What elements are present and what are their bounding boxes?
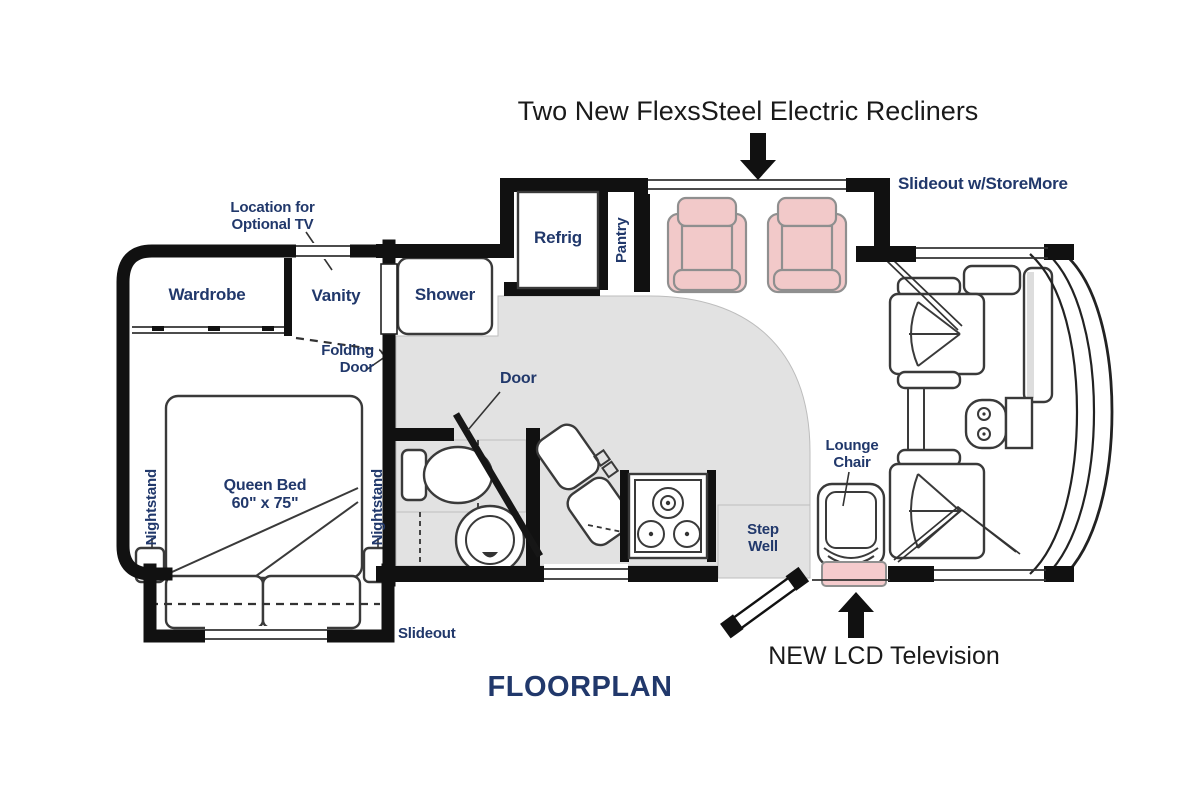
pantry-label: Pantry bbox=[612, 217, 630, 264]
driver-seat bbox=[885, 256, 986, 390]
recliner-2 bbox=[766, 196, 848, 294]
bath-sink-faucet bbox=[482, 552, 498, 558]
bathroom-wall-top bbox=[390, 428, 454, 441]
vanity-label: Vanity bbox=[311, 286, 361, 305]
recliners-arrow-icon bbox=[740, 133, 776, 180]
toilet-tank bbox=[400, 448, 428, 502]
door-label: Door bbox=[500, 370, 537, 387]
bathroom-door bbox=[452, 391, 544, 558]
folding-door-label: Folding Door bbox=[321, 342, 374, 376]
recliner-1 bbox=[666, 196, 748, 294]
floorplan-caption: FLOORPLAN bbox=[487, 671, 673, 703]
lounge-chair-shape bbox=[816, 471, 886, 568]
slideout-label: Slideout bbox=[398, 625, 456, 642]
refrig-label: Refrig bbox=[534, 228, 582, 247]
queen-bed-label: Queen Bed 60" x 75" bbox=[223, 477, 307, 512]
nightstand-right-label: Nightstand bbox=[368, 469, 386, 546]
vanity-divider-wall bbox=[284, 258, 292, 336]
step-well-floor bbox=[717, 504, 811, 579]
lcd-tv bbox=[821, 561, 887, 587]
passenger-seat bbox=[888, 448, 1021, 563]
refrigerator bbox=[516, 190, 600, 290]
wardrobe-sliding-door bbox=[132, 326, 286, 334]
wardrobe-label: Wardrobe bbox=[168, 285, 246, 304]
dash-cabinet bbox=[962, 264, 1054, 404]
kitchen-sink bbox=[535, 423, 634, 547]
location-tv-label: Location for Optional TV bbox=[230, 199, 315, 233]
nightstand-left-label: Nightstand bbox=[142, 469, 160, 546]
bed-bench bbox=[150, 574, 380, 630]
tv-arrow-icon bbox=[838, 592, 874, 638]
entry-door bbox=[720, 566, 810, 639]
console-cupholders bbox=[964, 396, 1034, 450]
windshield-curves bbox=[1029, 250, 1114, 580]
slideout-storemore-label: Slideout w/StoreMore bbox=[898, 174, 1068, 193]
step-well-label: Step Well bbox=[747, 521, 779, 555]
pocket-door bbox=[380, 263, 398, 335]
stove bbox=[620, 470, 716, 562]
shower-label: Shower bbox=[414, 285, 476, 304]
windows bbox=[205, 176, 1048, 646]
new-lcd-tv-label: NEW LCD Television bbox=[768, 642, 1000, 670]
lounge-chair-label: Lounge Chair bbox=[825, 437, 879, 471]
diagram-title: Two New FlexsSteel Electric Recliners bbox=[517, 96, 979, 126]
